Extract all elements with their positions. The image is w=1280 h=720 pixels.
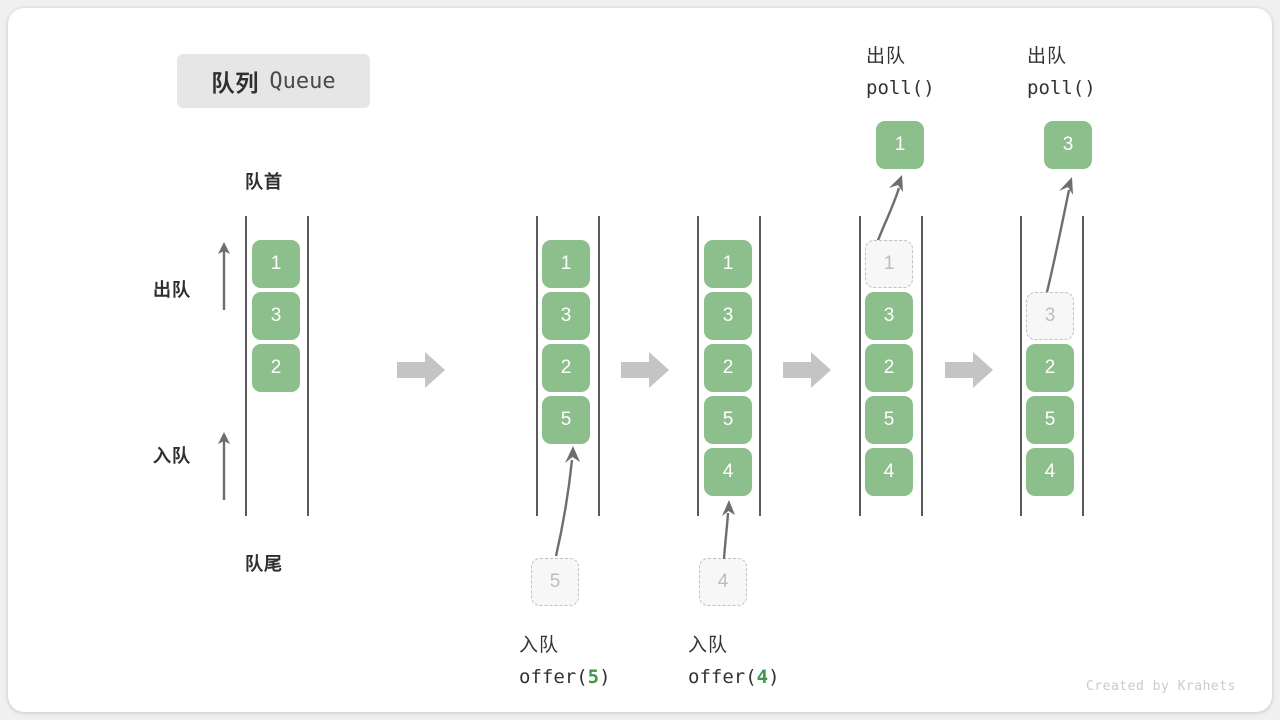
label-rear: 队尾 (245, 554, 283, 574)
column3-bottom-label-cn: 入队 (688, 635, 729, 656)
offer-suffix: ) (599, 666, 611, 688)
queue-item: 4 (1026, 448, 1074, 496)
rail-right-col5 (1082, 216, 1084, 516)
queue-item: 1 (252, 240, 300, 288)
title-chinese: 队列 (211, 70, 260, 96)
column2-bottom-label-cn: 入队 (519, 635, 560, 656)
enqueue-curve-arrow-icon (714, 493, 754, 561)
queue-item: 2 (542, 344, 590, 392)
column2-bottom-code: offer(5) (519, 666, 611, 688)
offer-value: 5 (587, 666, 600, 688)
queue-item: 1 (542, 240, 590, 288)
rail-left-col2 (536, 216, 538, 516)
incoming-ghost-item: 5 (531, 558, 579, 606)
transition-arrow-icon (945, 350, 995, 390)
label-dequeue: 出队 (153, 280, 191, 300)
rail-right-col4 (921, 216, 923, 516)
diagram-card: 队列 Queue 队首 队尾 出队 入队 1 3 2 (8, 8, 1272, 712)
queue-item: 3 (542, 292, 590, 340)
rail-left-col1 (245, 216, 247, 516)
queue-item: 5 (865, 396, 913, 444)
queue-item: 3 (704, 292, 752, 340)
popped-item: 1 (876, 121, 924, 169)
transition-arrow-icon (621, 350, 671, 390)
queue-item: 3 (252, 292, 300, 340)
dequeue-curve-arrow-icon (866, 170, 916, 248)
rail-right-col1 (307, 216, 309, 516)
enqueue-curve-arrow-icon (548, 438, 598, 558)
queue-item: 2 (865, 344, 913, 392)
column5-header-code: poll() (1027, 77, 1096, 99)
queue-item: 1 (704, 240, 752, 288)
rail-left-col4 (859, 216, 861, 516)
column4-header-code: poll() (866, 77, 935, 99)
dequeue-curve-arrow-icon (1034, 172, 1089, 298)
queue-item-ghost: 3 (1026, 292, 1074, 340)
rail-left-col3 (697, 216, 699, 516)
queue-item: 5 (542, 396, 590, 444)
rail-right-col2 (598, 216, 600, 516)
rail-left-col5 (1020, 216, 1022, 516)
watermark: Created by Krahets (1086, 679, 1236, 694)
title-badge: 队列 Queue (177, 54, 370, 108)
transition-arrow-icon (397, 350, 447, 390)
queue-item: 3 (865, 292, 913, 340)
offer-value: 4 (756, 666, 769, 688)
column5-header-cn: 出队 (1027, 46, 1068, 67)
incoming-ghost-item: 4 (699, 558, 747, 606)
offer-suffix: ) (768, 666, 780, 688)
queue-item-ghost: 1 (865, 240, 913, 288)
rail-right-col3 (759, 216, 761, 516)
column4-header-cn: 出队 (866, 46, 907, 67)
queue-item: 5 (704, 396, 752, 444)
label-enqueue: 入队 (153, 446, 191, 466)
enqueue-arrow-icon (214, 430, 234, 502)
label-front: 队首 (245, 172, 283, 192)
queue-item: 4 (704, 448, 752, 496)
queue-item: 2 (1026, 344, 1074, 392)
popped-item: 3 (1044, 121, 1092, 169)
queue-item: 5 (1026, 396, 1074, 444)
queue-item: 2 (704, 344, 752, 392)
offer-prefix: offer( (519, 666, 588, 688)
queue-item: 2 (252, 344, 300, 392)
offer-prefix: offer( (688, 666, 757, 688)
transition-arrow-icon (783, 350, 833, 390)
column3-bottom-code: offer(4) (688, 666, 780, 688)
dequeue-arrow-icon (214, 240, 234, 312)
queue-item: 4 (865, 448, 913, 496)
title-english: Queue (269, 68, 336, 94)
